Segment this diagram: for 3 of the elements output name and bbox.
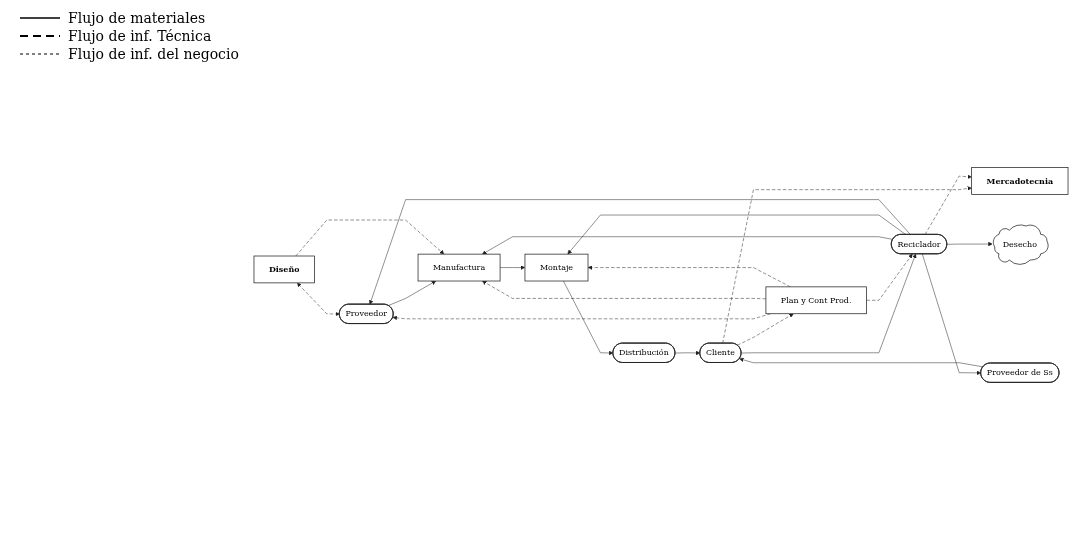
legend-text: Flujo de materiales: [68, 10, 206, 26]
legend-text: Flujo de inf. del negocio: [68, 46, 239, 62]
legend-text: Flujo de inf. Técnica: [68, 28, 212, 44]
